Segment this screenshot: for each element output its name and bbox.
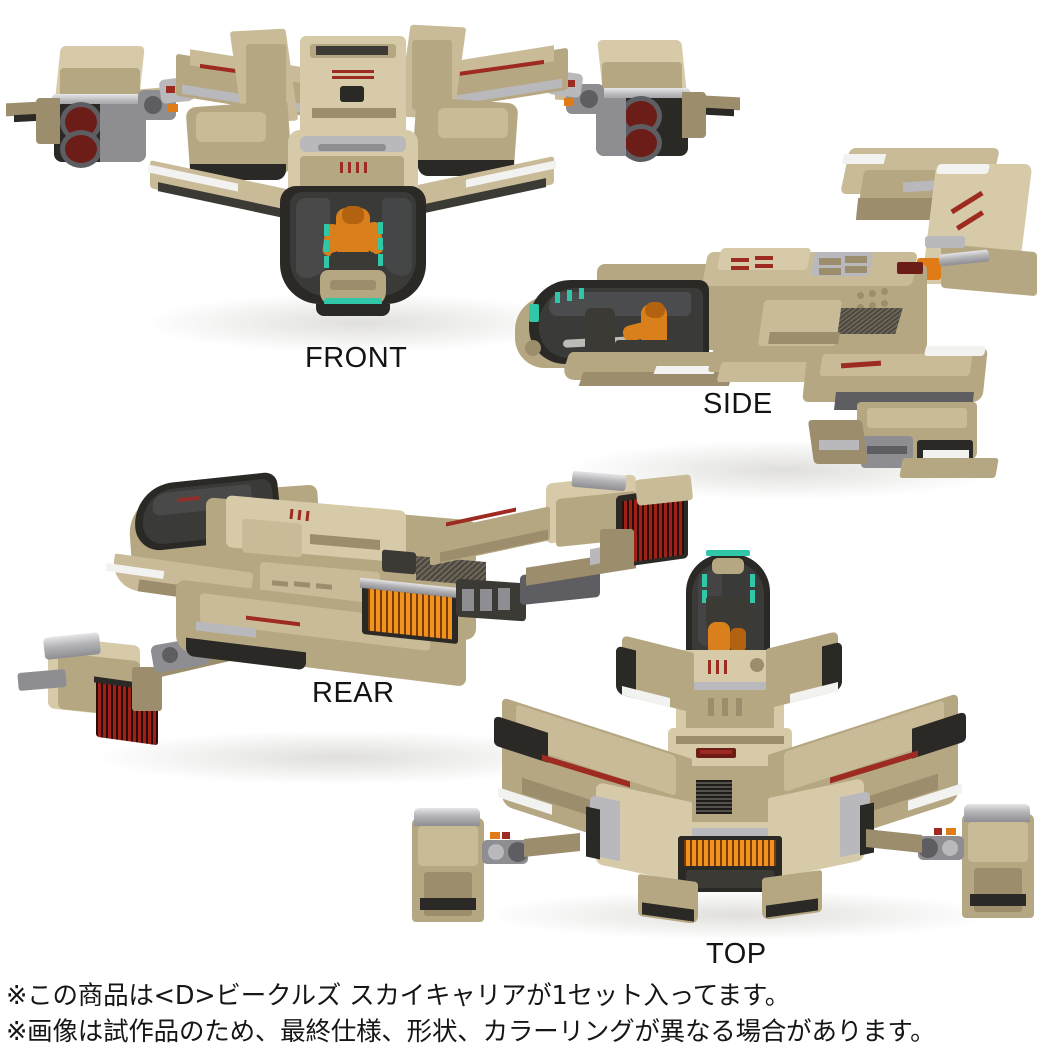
caption-line-2: ※画像は試作品のため、最終仕様、形状、カラーリングが異なる場合があります。	[6, 1017, 936, 1047]
craft-side	[505, 140, 1063, 525]
craft-top	[390, 540, 1063, 940]
view-top: TOP	[390, 540, 1063, 970]
caption-block: ※この商品は<D>ビークルズ スカイキャリアが1セット入ってます。 ※画像は試作…	[6, 978, 1056, 1050]
view-front: FRONT	[0, 8, 740, 374]
view-label-side: SIDE	[703, 388, 773, 420]
view-label-front: FRONT	[305, 342, 408, 374]
craft-rear	[10, 455, 710, 785]
caption-line-1: ※この商品は<D>ビークルズ スカイキャリアが1セット入ってます。	[6, 981, 791, 1011]
craft-front	[0, 8, 740, 338]
view-label-rear: REAR	[312, 677, 395, 709]
view-label-top: TOP	[706, 938, 767, 970]
